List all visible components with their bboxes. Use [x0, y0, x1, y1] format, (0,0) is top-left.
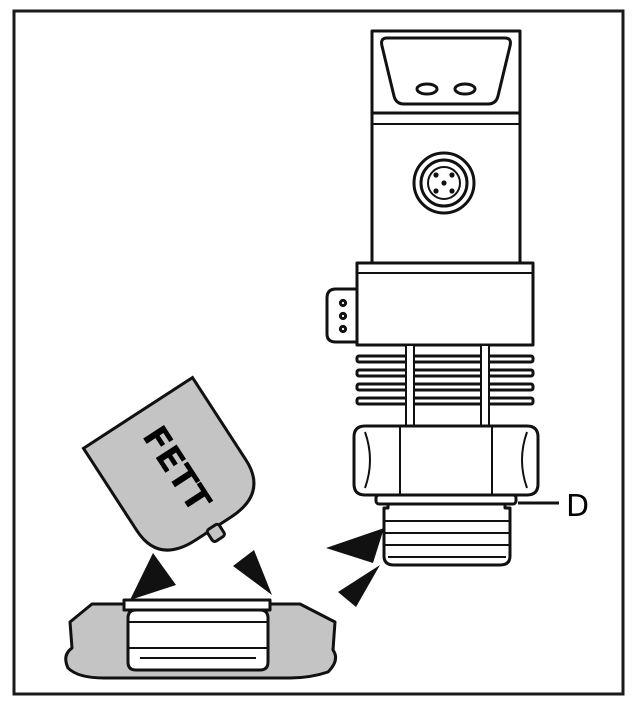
fin-post — [480, 344, 490, 427]
arrow-marker-icon — [130, 553, 176, 600]
m12-connector-icon — [412, 151, 476, 215]
arrow-marker-icon — [233, 550, 272, 595]
grease-tube-body — [81, 375, 256, 552]
welding-adapter — [64, 598, 338, 680]
pressure-sensor — [325, 29, 540, 567]
grease-tube: FETT — [81, 375, 256, 552]
cooling-fin — [355, 396, 535, 406]
sensor-collar — [355, 261, 535, 347]
adapter-port-bore — [126, 608, 270, 672]
grease-tube-nozzle — [205, 522, 226, 543]
callout-label-d: D — [566, 489, 589, 524]
sensor-button-right — [453, 82, 477, 96]
diagram-frame — [12, 9, 625, 696]
arrow-marker-icon — [338, 565, 380, 607]
sensor-display-window — [380, 36, 512, 106]
process-thread — [382, 502, 512, 567]
arrow-marker-icon — [326, 528, 384, 563]
cooling-fin — [355, 354, 535, 364]
cooling-fin — [355, 382, 535, 392]
cooling-fin — [355, 368, 535, 378]
sensor-button-left — [415, 82, 439, 96]
hex-nut — [352, 424, 540, 497]
fin-post — [405, 344, 415, 427]
